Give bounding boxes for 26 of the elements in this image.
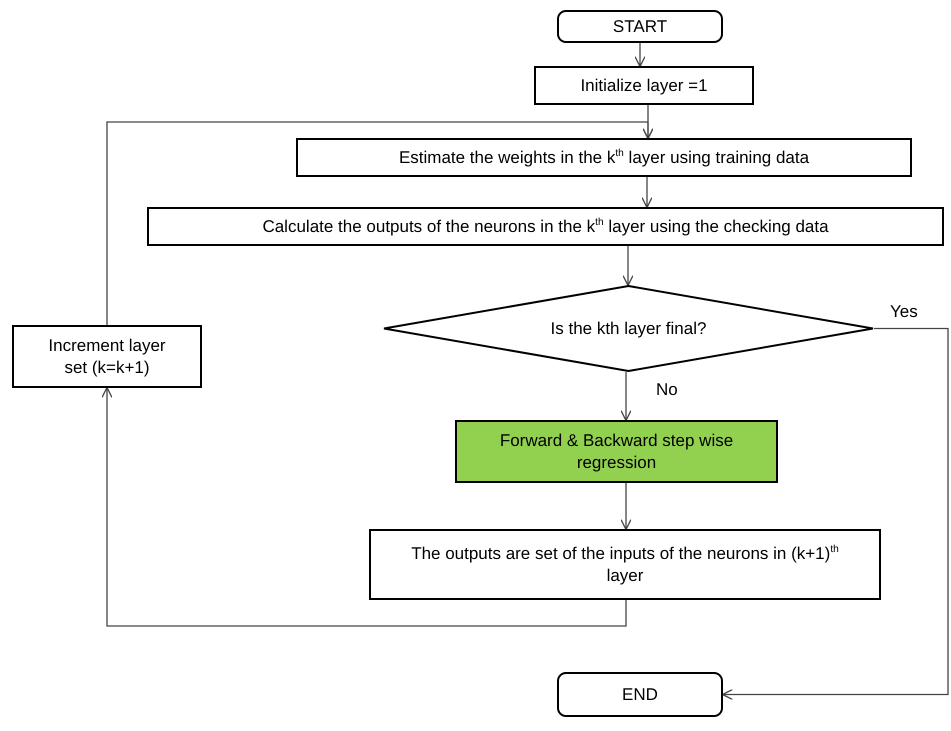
end-terminal	[557, 672, 723, 717]
process-box	[147, 207, 944, 246]
process-box	[12, 325, 202, 388]
node-text: END	[622, 684, 658, 706]
arrow	[101, 386, 627, 627]
arrow	[106, 121, 654, 325]
node-text: Calculate the outputs of the neurons in the k$^{th}$ layer using the checking data	[262, 216, 829, 238]
arrow	[641, 177, 653, 208]
decision-diamond	[383, 285, 874, 372]
node-text: Is the kth layer final?	[550, 318, 706, 340]
arrow	[634, 43, 646, 68]
node-text: The outputs are set of the inputs of the neurons in (k+1)$^{th}$ layer	[410, 543, 840, 586]
node-text: START	[612, 16, 668, 38]
node-text: Forward & Backward step wise regression	[498, 430, 734, 473]
node-text: Estimate the weights in the k$^{th}$ layer using training data	[398, 146, 810, 168]
start-terminal	[557, 10, 723, 43]
process-box	[369, 529, 881, 600]
process-box	[534, 66, 754, 105]
node-text: Increment layer set (k=k+1)	[47, 335, 167, 378]
process-box	[455, 420, 778, 483]
arrow	[622, 246, 634, 286]
arrow	[722, 328, 949, 700]
node-text: Initialize layer =1	[580, 74, 708, 96]
process-box	[296, 138, 912, 177]
arrow	[620, 372, 632, 422]
arrow	[620, 483, 632, 530]
